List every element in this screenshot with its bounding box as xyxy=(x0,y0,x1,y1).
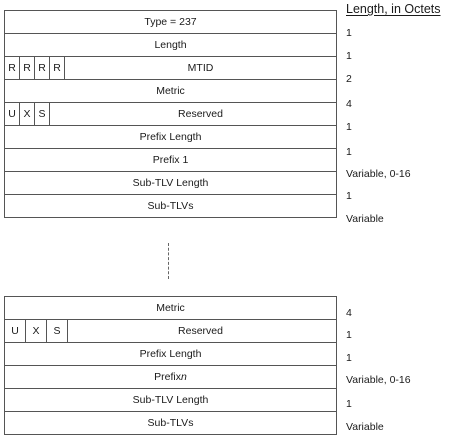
field-length: Length xyxy=(5,34,336,57)
field-reserved: U X S Reserved xyxy=(5,320,336,343)
length-value: 1 xyxy=(346,329,352,341)
field-label: Sub-TLV Length xyxy=(132,177,209,189)
field-label: Metric xyxy=(156,85,185,97)
prefix-index: n xyxy=(181,371,187,383)
field-prefix-length: Prefix Length xyxy=(5,343,336,366)
bit-r: R xyxy=(5,57,20,79)
bit-s: S xyxy=(47,320,68,342)
field-label: MTID xyxy=(187,62,214,74)
bit-r: R xyxy=(20,57,35,79)
field-label: Prefix 1 xyxy=(152,154,189,166)
length-column-header: Length, in Octets xyxy=(346,2,441,16)
bit-r: R xyxy=(50,57,65,79)
length-value: 1 xyxy=(346,352,352,364)
length-value: 1 xyxy=(346,146,352,158)
field-metric: Metric xyxy=(5,80,336,103)
bit-r: R xyxy=(35,57,50,79)
bit-s: S xyxy=(35,103,50,125)
field-metric: Metric xyxy=(5,297,336,320)
field-label: Metric xyxy=(156,302,185,314)
bit-u: U xyxy=(5,320,26,342)
field-type: Type = 237 xyxy=(5,11,336,34)
field-label: Reserved xyxy=(178,325,223,337)
length-value: 1 xyxy=(346,121,352,133)
length-value: Variable, 0-16 xyxy=(346,374,411,386)
length-value: 1 xyxy=(346,50,352,62)
field-sub-tlv-length: Sub-TLV Length xyxy=(5,172,336,195)
length-value: 1 xyxy=(346,398,352,410)
flag-bits: U X S xyxy=(5,103,50,125)
bit-x: X xyxy=(26,320,47,342)
field-label: Sub-TLV Length xyxy=(132,394,209,406)
field-label: Prefix Length xyxy=(139,348,202,360)
ellipsis-separator xyxy=(168,243,171,279)
length-value: Variable, 0-16 xyxy=(346,168,411,180)
field-prefix-length: Prefix Length xyxy=(5,126,336,149)
field-label: Prefixn xyxy=(5,366,336,388)
length-value: 4 xyxy=(346,98,352,110)
field-label: Reserved xyxy=(178,108,223,120)
field-label: Prefix Length xyxy=(139,131,202,143)
length-value: 1 xyxy=(346,190,352,202)
reserved-bits: R R R R xyxy=(5,57,65,79)
field-reserved: U X S Reserved xyxy=(5,103,336,126)
field-label: Type = 237 xyxy=(144,16,197,28)
length-value: 2 xyxy=(346,73,352,85)
field-mtid: R R R R MTID xyxy=(5,57,336,80)
tlv-block-last: Metric U X S Reserved Prefix Length Pref… xyxy=(4,296,337,435)
field-prefix-n: Prefixn xyxy=(5,366,336,389)
field-sub-tlvs: Sub-TLVs xyxy=(5,412,336,435)
length-value: 4 xyxy=(346,307,352,319)
length-value: Variable xyxy=(346,213,384,225)
field-label: Sub-TLVs xyxy=(147,417,194,429)
prefix-text: Prefix xyxy=(154,371,181,383)
field-label: Length xyxy=(154,39,187,51)
bit-u: U xyxy=(5,103,20,125)
field-label: Sub-TLVs xyxy=(147,200,194,212)
tlv-block-first: Type = 237 Length R R R R MTID Metric U … xyxy=(4,10,337,218)
field-sub-tlvs: Sub-TLVs xyxy=(5,195,336,218)
field-prefix: Prefix 1 xyxy=(5,149,336,172)
length-value: Variable xyxy=(346,421,384,433)
field-sub-tlv-length: Sub-TLV Length xyxy=(5,389,336,412)
flag-bits: U X S xyxy=(5,320,68,342)
length-value: 1 xyxy=(346,27,352,39)
bit-x: X xyxy=(20,103,35,125)
